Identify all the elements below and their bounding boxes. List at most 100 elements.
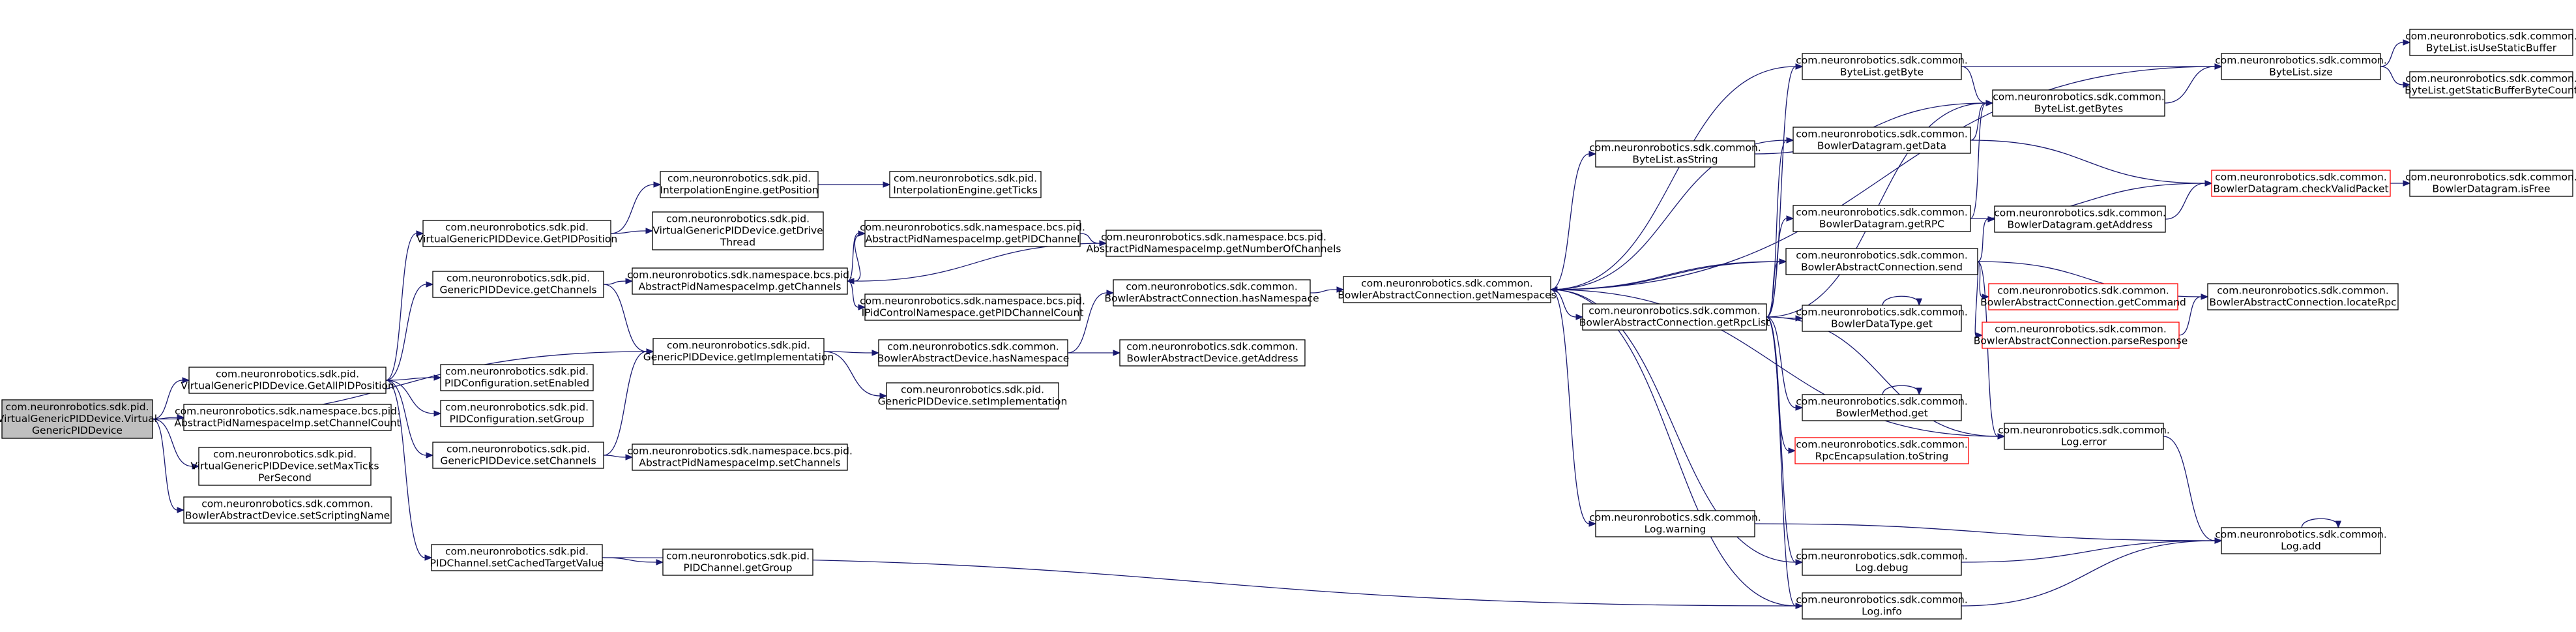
node-setChanCountRoot[interactable]: com.neuronrobotics.sdk.namespace.bcs.pid… [174,404,401,431]
edge-arrowhead [871,350,880,356]
edge-bacParseResponse-to-bacLocateRpc [2178,293,2209,336]
node-label-line: com.neuronrobotics.sdk.common. [201,498,373,510]
node-label-line: BowlerAbstractDevice.hasNamespace [877,353,1070,365]
node-apnGetPIDChannel[interactable]: com.neuronrobotics.sdk.namespace.bcs.pid… [860,220,1085,247]
node-apnGetChannels[interactable]: com.neuronrobotics.sdk.namespace.bcs.pid… [627,267,853,295]
node-bacHasNamespace[interactable]: com.neuronrobotics.sdk.common.BowlerAbst… [1104,279,1319,307]
edge-line [1557,261,1787,290]
node-box [886,382,1059,410]
edge-arrowhead [1795,315,1804,322]
node-getPIDPos[interactable]: com.neuronrobotics.sdk.pid.VirtualGeneri… [417,220,617,247]
edge-arrowhead [1336,286,1345,293]
node-badGetAddress[interactable]: com.neuronrobotics.sdk.common.BowlerAbst… [1119,339,1306,367]
edge-arrowhead [1786,215,1794,222]
node-interpGetPos[interactable]: com.neuronrobotics.sdk.pid.Interpolation… [660,171,819,198]
node-getDriveThread[interactable]: com.neuronrobotics.sdk.pid.VirtualGeneri… [652,211,824,250]
node-pidSetEnabled[interactable]: com.neuronrobotics.sdk.pid.PIDConfigurat… [440,364,594,391]
node-bdGetAddress[interactable]: com.neuronrobotics.sdk.common.BowlerData… [1994,205,2166,233]
node-getImpl[interactable]: com.neuronrobotics.sdk.pid.GenericPIDDev… [643,338,834,365]
node-gpGetChannels[interactable]: com.neuronrobotics.sdk.pid.GenericPIDDev… [432,271,604,298]
node-apnSetChannels[interactable]: com.neuronrobotics.sdk.namespace.bcs.pid… [627,444,853,471]
node-blSize[interactable]: com.neuronrobotics.sdk.common.ByteList.s… [2215,53,2387,80]
edge-line [1766,140,1787,318]
node-label-line: com.neuronrobotics.sdk.common. [2405,172,2576,183]
edge-arrowhead [1795,404,1804,411]
node-bacGetCommand[interactable]: com.neuronrobotics.sdk.common.BowlerAbst… [1980,283,2186,310]
node-label-line: Log.error [2061,436,2107,448]
node-logDebug[interactable]: com.neuronrobotics.sdk.common.Log.debug [1796,549,1968,576]
node-bacSend[interactable]: com.neuronrobotics.sdk.common.BowlerAbst… [1785,248,1978,275]
node-label-line: BowlerDatagram.getRPC [1819,218,1944,230]
node-badHasNamespace[interactable]: com.neuronrobotics.sdk.common.BowlerAbst… [877,339,1070,367]
node-label-line: com.neuronrobotics.sdk.pid. [666,213,810,225]
node-label-line: BowlerAbstractDevice.getAddress [1126,353,1298,365]
node-setScripting[interactable]: com.neuronrobotics.sdk.common.BowlerAbst… [183,496,392,524]
node-bdGetData[interactable]: com.neuronrobotics.sdk.common.BowlerData… [1793,127,1971,154]
node-pidChGetGroup[interactable]: com.neuronrobotics.sdk.pid.PIDChannel.ge… [662,549,813,576]
edge-interpGetPos-to-interpGetTicks [817,181,891,188]
edge-line [152,380,183,420]
node-box [2221,53,2381,80]
edge-bdGetRPC-to-blGetBytes [1970,100,1994,219]
node-label-line: com.neuronrobotics.sdk.namespace.bcs.pid… [175,406,400,417]
node-logError[interactable]: com.neuronrobotics.sdk.common.Log.error [1998,423,2170,450]
node-bdtGet[interactable]: com.neuronrobotics.sdk.common.BowlerData… [1796,305,1968,332]
node-label-line: com.neuronrobotics.sdk.pid. [5,401,149,413]
edge-arrowhead [1549,286,1558,293]
node-box [1793,127,1971,154]
edge-line [385,380,435,414]
node-label-line: com.neuronrobotics.sdk.common. [2215,55,2387,67]
edge-getAllPID-to-pidSetEnabled [385,374,442,381]
edge-arrowhead [1795,63,1804,70]
node-logWarning[interactable]: com.neuronrobotics.sdk.common.Log.warnin… [1589,510,1761,537]
node-box [1802,592,1962,620]
node-setMaxTicks[interactable]: com.neuronrobotics.sdk.pid.VirtualGeneri… [190,447,379,486]
node-getAllPID[interactable]: com.neuronrobotics.sdk.pid.VirtualGeneri… [181,367,394,394]
node-box [1994,205,2166,233]
node-logAdd[interactable]: com.neuronrobotics.sdk.common.Log.add [2215,527,2387,554]
node-apnGetNumChannels[interactable]: com.neuronrobotics.sdk.namespace.bcs.pid… [1087,230,1341,257]
node-bacLocateRpc[interactable]: com.neuronrobotics.sdk.common.BowlerAbst… [2207,283,2399,310]
node-blGetStaticCount[interactable]: com.neuronrobotics.sdk.common.ByteList.g… [2405,71,2576,98]
node-gpSetChannels[interactable]: com.neuronrobotics.sdk.pid.GenericPIDDev… [432,442,604,469]
node-gpSetImpl[interactable]: com.neuronrobotics.sdk.pid.GenericPIDDev… [878,382,1068,410]
edge-arrowhead [1987,216,1996,222]
node-rpcToString[interactable]: com.neuronrobotics.sdk.common.RpcEncapsu… [1794,437,1969,464]
edge-arrowhead [846,278,855,284]
node-bdCheckValid[interactable]: com.neuronrobotics.sdk.common.BowlerData… [2211,170,2391,197]
node-blGetBytes[interactable]: com.neuronrobotics.sdk.common.ByteList.g… [1992,89,2165,117]
edge-line [2163,436,2216,541]
node-box [1113,279,1311,307]
node-label-line: com.neuronrobotics.sdk.namespace.bcs.pid… [860,222,1085,233]
node-bdGetRPC[interactable]: com.neuronrobotics.sdk.common.BowlerData… [1793,205,1971,232]
edge-arrowhead [645,228,654,234]
node-ipidGetCount[interactable]: com.neuronrobotics.sdk.namespace.bcs.pid… [860,293,1085,321]
edge-line [2301,518,2339,528]
node-setCachedTarget[interactable]: com.neuronrobotics.sdk.pid.PIDChannel.se… [430,544,604,571]
node-bacGetRpcList[interactable]: com.neuronrobotics.sdk.common.BowlerAbst… [1579,303,1770,331]
node-bmGet[interactable]: com.neuronrobotics.sdk.common.BowlerMeth… [1796,394,1968,421]
node-box [432,442,604,469]
node-bacParseResponse[interactable]: com.neuronrobotics.sdk.common.BowlerAbst… [1974,322,2188,349]
node-box [2409,170,2573,197]
node-blAsString[interactable]: com.neuronrobotics.sdk.common.ByteList.a… [1589,140,1761,168]
node-pidSetGroup[interactable]: com.neuronrobotics.sdk.pid.PIDConfigurat… [440,400,594,427]
edge-line [1079,233,1100,244]
edge-arrowhead [2403,39,2411,46]
node-label-line: VirtualGenericPIDDevice.Virtual [0,413,157,425]
node-label-line: BowlerAbstractConnection.getNamespaces [1338,290,1556,301]
node-blIsUseStatic[interactable]: com.neuronrobotics.sdk.common.ByteList.i… [2405,29,2576,56]
node-box [432,271,604,298]
node-bdIsFree[interactable]: com.neuronrobotics.sdk.common.BowlerData… [2405,170,2576,197]
node-blGetByte[interactable]: com.neuronrobotics.sdk.common.ByteList.g… [1796,53,1968,80]
node-interpGetTicks[interactable]: com.neuronrobotics.sdk.pid.Interpolation… [889,171,1042,198]
edge-line [1766,261,1780,318]
edge-getAllPID-to-setCachedTarget [385,380,433,561]
node-label-line: com.neuronrobotics.sdk.pid. [445,546,589,558]
node-label-line: BowlerAbstractConnection.locateRpc [2209,297,2396,308]
node-box [440,364,594,391]
node-bacGetNamespaces[interactable]: com.neuronrobotics.sdk.common.BowlerAbst… [1338,276,1557,303]
node-root[interactable]: com.neuronrobotics.sdk.pid.VirtualGeneri… [0,399,157,439]
node-logInfo[interactable]: com.neuronrobotics.sdk.common.Log.info [1796,592,1968,620]
